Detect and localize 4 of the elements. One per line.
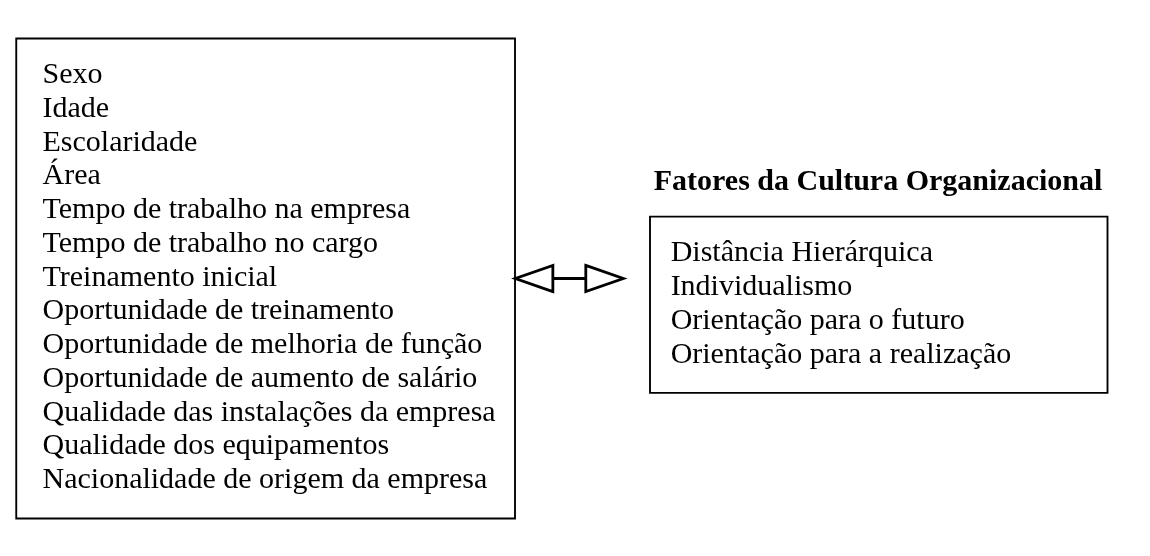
node-box: Sexo Idade Escolaridade Área Tempo de trabalho na empresa Tempo de trabalho no cargo Treinamento inicial Oportunidade de treinamento Oportunidade de melhoria de função Oportunidade de aumento de salário Qualidade das instalações da empresa Qualidade dos equipamentos Nacionalidade de origem da empresa [15,37,516,519]
node-box: Distância Hierárquica Individualismo Orientação para o futuro Orientação para a realização [649,215,1109,394]
arrow [511,262,628,294]
node-label: Fatores da Cultura Organizacional [653,162,1103,196]
